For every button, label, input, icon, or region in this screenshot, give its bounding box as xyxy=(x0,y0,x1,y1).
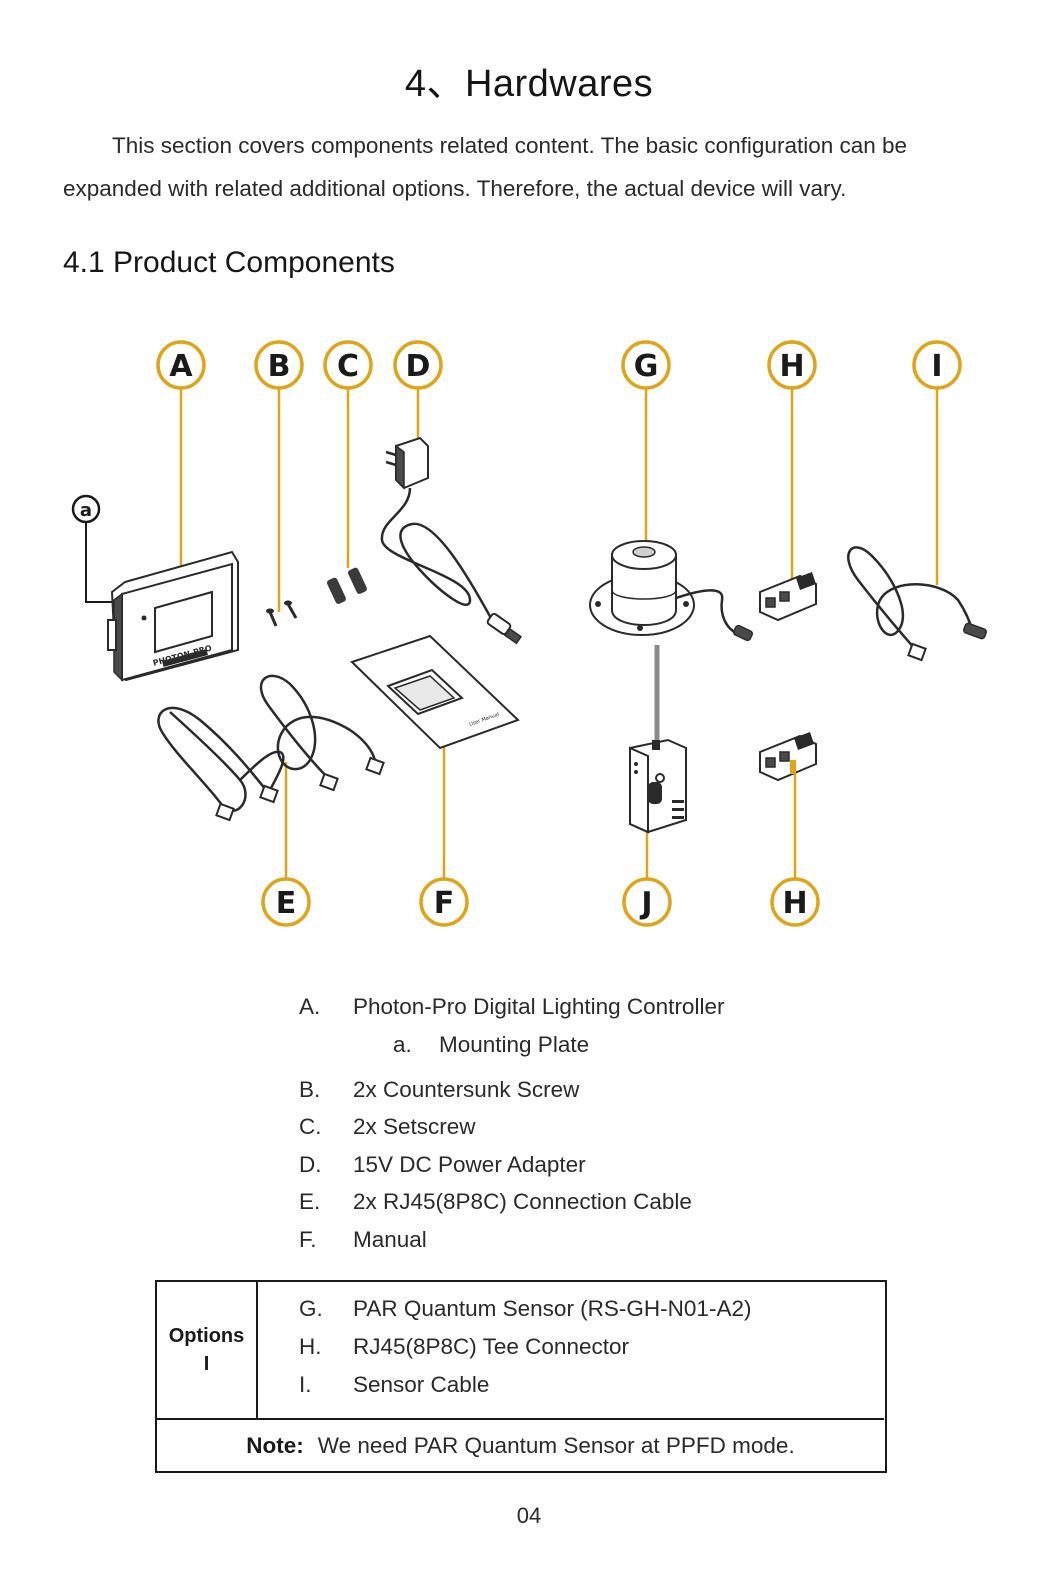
item-text: RJ45(8P8C) Tee Connector xyxy=(353,1334,629,1359)
item-letter: B. xyxy=(299,1076,321,1102)
note-label: Note: xyxy=(246,1433,304,1458)
options-label-line-1: Options xyxy=(168,1325,245,1347)
item-letter: C. xyxy=(299,1114,322,1139)
svg-text:B: B xyxy=(268,349,291,384)
item-letter: A. xyxy=(299,994,321,1019)
components-diagram: PHOTON-PRO User Manual xyxy=(71,340,987,927)
callout-G: G xyxy=(621,340,671,390)
manual-illustration: User Manual xyxy=(350,634,520,750)
item-text: Photon-Pro Digital Lighting Controller xyxy=(353,994,725,1019)
item-text: 2x Setscrew xyxy=(353,1114,476,1139)
par-sensor-illustration xyxy=(589,540,754,740)
item-letter: G. xyxy=(299,1296,323,1321)
svg-text:I: I xyxy=(931,349,942,384)
item-text: PAR Quantum Sensor (RS-GH-N01-A2) xyxy=(353,1296,752,1321)
page-title: 4、Hardwares xyxy=(404,63,654,105)
item-letter: D. xyxy=(299,1151,322,1177)
item-letter: a. xyxy=(393,1031,412,1057)
svg-text:G: G xyxy=(634,349,659,384)
callout-C: C xyxy=(323,340,373,390)
callout-I: I xyxy=(912,340,962,390)
screws-illustration xyxy=(266,600,298,627)
callout-a: a xyxy=(71,494,101,524)
callout-D: D xyxy=(393,340,443,390)
section-subtitle: 4.1 Product Components xyxy=(63,246,395,279)
item-letter: H. xyxy=(299,1334,322,1359)
setscrews-illustration xyxy=(326,567,367,604)
item-text: Manual xyxy=(353,1226,427,1252)
callout-J: J xyxy=(622,877,672,927)
item-letter: E. xyxy=(299,1189,321,1214)
svg-text:C: C xyxy=(337,349,359,384)
svg-text:a: a xyxy=(80,500,92,521)
intro-paragraph: This section covers components related c… xyxy=(63,124,988,210)
callout-A: A xyxy=(156,340,206,390)
svg-text:F: F xyxy=(434,886,455,921)
power-adapter-illustration xyxy=(380,436,523,645)
svg-text:E: E xyxy=(276,886,297,921)
callout-H-bottom: H xyxy=(770,877,820,927)
svg-text:D: D xyxy=(406,349,431,384)
sensor-module-illustration xyxy=(629,738,687,834)
svg-text:H: H xyxy=(779,349,804,384)
options-label: Options I xyxy=(157,1282,258,1418)
callout-F: F xyxy=(419,877,469,927)
callout-E: E xyxy=(261,877,311,927)
cables-illustration xyxy=(157,674,385,822)
svg-text:J: J xyxy=(639,886,652,921)
intro-line-1: This section covers components related c… xyxy=(112,133,908,158)
note-text: We need PAR Quantum Sensor at PPFD mode. xyxy=(317,1433,795,1458)
item-text: 2x RJ45(8P8C) Connection Cable xyxy=(353,1189,692,1214)
intro-line-2: expanded with related additional options… xyxy=(63,176,847,201)
leader-lines xyxy=(85,389,939,878)
options-label-line-2: I xyxy=(203,1353,210,1375)
options-table: Options I G. PAR Quantum Sensor (RS-GH-N… xyxy=(155,1280,887,1473)
note-row: Note: We need PAR Quantum Sensor at PPFD… xyxy=(157,1418,884,1472)
svg-text:A: A xyxy=(169,349,193,384)
sensor-cable-illustration xyxy=(847,546,987,662)
controller-illustration: PHOTON-PRO xyxy=(107,550,239,682)
svg-text:H: H xyxy=(782,886,807,921)
item-letter: F. xyxy=(299,1226,317,1252)
item-text: 2x Countersunk Screw xyxy=(353,1076,580,1102)
callout-H-top: H xyxy=(767,340,817,390)
item-text: Sensor Cable xyxy=(353,1372,490,1397)
item-letter: I. xyxy=(299,1372,312,1397)
item-text: Mounting Plate xyxy=(439,1031,590,1057)
page-number: 04 xyxy=(516,1503,542,1528)
item-text: 15V DC Power Adapter xyxy=(353,1151,586,1177)
tee-connector-illustration-bottom xyxy=(759,732,817,782)
tee-connector-illustration-top xyxy=(759,572,817,622)
callout-B: B xyxy=(254,340,304,390)
